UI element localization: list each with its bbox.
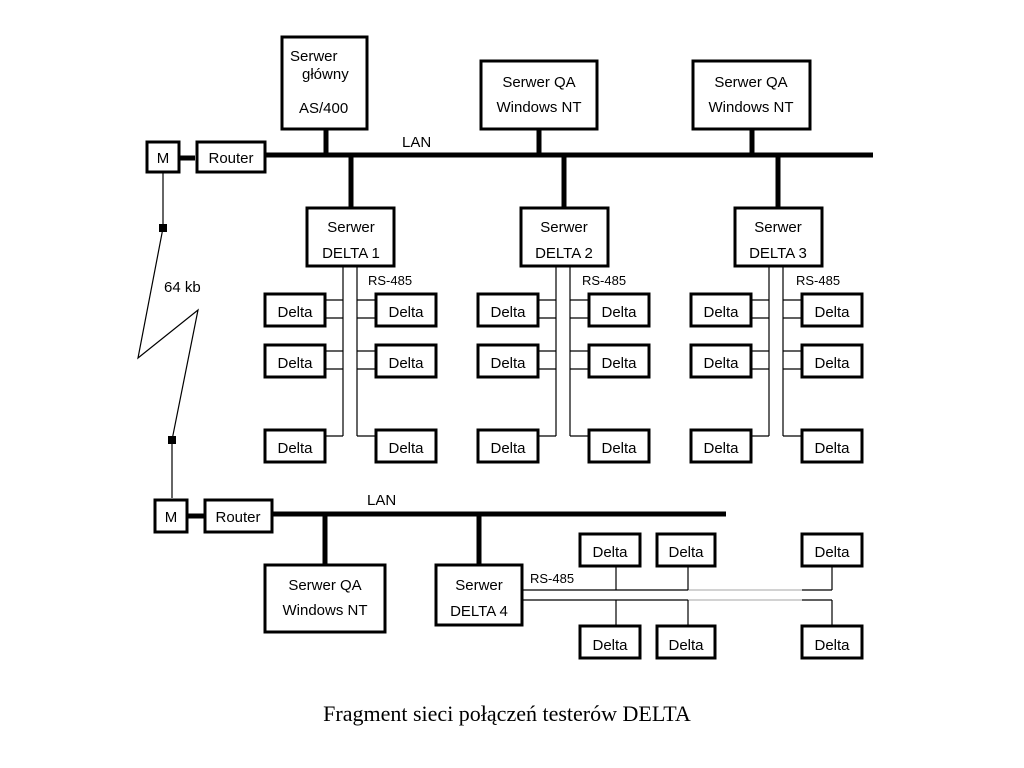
svg-text:DELTA 3: DELTA 3 [749, 245, 807, 262]
router-bottom: Router [203, 498, 274, 534]
rs485-wiring-group-3 [751, 266, 802, 437]
svg-text:Serwer QA: Serwer QA [714, 74, 787, 91]
svg-text:DELTA 1: DELTA 1 [322, 245, 380, 262]
rs485-label-1: RS-485 [368, 273, 412, 288]
delta-terminal: Delta [800, 292, 864, 328]
svg-text:Windows NT: Windows NT [496, 99, 581, 116]
svg-text:Delta: Delta [668, 637, 704, 654]
delta-server-3: Serwer DELTA 3 [733, 206, 824, 268]
delta-terminal: Delta [587, 343, 651, 379]
delta-terminal: Delta [689, 292, 753, 328]
delta-terminal: Delta [578, 532, 642, 568]
qa-server-bottom: Serwer QA Windows NT [263, 563, 387, 634]
svg-text:Delta: Delta [490, 355, 526, 372]
svg-text:Serwer: Serwer [290, 48, 338, 65]
svg-text:Delta: Delta [668, 544, 704, 561]
delta-terminal: Delta [587, 428, 651, 464]
delta-terminal: Delta [263, 428, 327, 464]
svg-text:Delta: Delta [388, 440, 424, 457]
delta-terminal: Delta [374, 428, 438, 464]
svg-text:Delta: Delta [592, 637, 628, 654]
wan-link-node-bottom [168, 436, 176, 444]
svg-text:AS/400: AS/400 [299, 100, 348, 117]
delta-terminal: Delta [263, 343, 327, 379]
delta-server-2: Serwer DELTA 2 [519, 206, 610, 268]
delta-terminal: Delta [263, 292, 327, 328]
modem-bottom: M [153, 498, 189, 534]
svg-text:Delta: Delta [277, 355, 313, 372]
wan-link-64kb [137, 172, 199, 498]
svg-text:Delta: Delta [814, 440, 850, 457]
svg-text:Serwer: Serwer [754, 219, 802, 236]
svg-text:Serwer QA: Serwer QA [288, 577, 361, 594]
delta-terminal: Delta [476, 292, 540, 328]
router-top: Router [195, 140, 267, 174]
svg-text:Delta: Delta [814, 304, 850, 321]
svg-text:Delta: Delta [388, 355, 424, 372]
delta-server-1: Serwer DELTA 1 [305, 206, 396, 268]
svg-text:Delta: Delta [601, 304, 637, 321]
svg-text:Delta: Delta [277, 440, 313, 457]
svg-text:Delta: Delta [592, 544, 628, 561]
svg-text:Delta: Delta [601, 355, 637, 372]
delta-terminal: Delta [800, 624, 864, 660]
svg-text:Delta: Delta [703, 355, 739, 372]
svg-text:Delta: Delta [814, 544, 850, 561]
qa-server-top-2: Serwer QA Windows NT [691, 59, 812, 131]
delta-terminal: Delta [800, 428, 864, 464]
qa-server-top-1: Serwer QA Windows NT [479, 59, 599, 131]
svg-text:Serwer: Serwer [540, 219, 588, 236]
svg-text:M: M [157, 150, 170, 167]
svg-text:Delta: Delta [601, 440, 637, 457]
svg-text:DELTA 4: DELTA 4 [450, 603, 508, 620]
delta-terminal: Delta [476, 428, 540, 464]
lan-bottom-label: LAN [367, 492, 396, 509]
modem-top: M [145, 140, 181, 174]
delta-terminal: Delta [374, 292, 438, 328]
svg-text:Delta: Delta [703, 440, 739, 457]
main-server-as400: Serwer główny AS/400 [280, 35, 369, 131]
svg-text:M: M [165, 509, 178, 526]
svg-text:Delta: Delta [490, 304, 526, 321]
svg-text:Serwer: Serwer [455, 577, 503, 594]
svg-text:Windows NT: Windows NT [282, 602, 367, 619]
svg-text:Delta: Delta [277, 304, 313, 321]
delta-terminal: Delta [689, 343, 753, 379]
link-speed-label: 64 kb [164, 279, 201, 296]
delta-terminal: Delta [655, 624, 717, 660]
lan-top-label: LAN [402, 134, 431, 151]
svg-text:Delta: Delta [814, 355, 850, 372]
delta-terminal: Delta [800, 343, 864, 379]
svg-text:Delta: Delta [388, 304, 424, 321]
delta-terminal: Delta [374, 343, 438, 379]
svg-text:Serwer: Serwer [327, 219, 375, 236]
figure-caption: Fragment sieci połączeń testerów DELTA [323, 701, 691, 726]
svg-text:Delta: Delta [703, 304, 739, 321]
svg-text:Delta: Delta [814, 637, 850, 654]
rs485-wiring-group-1 [325, 266, 376, 437]
delta-terminal: Delta [689, 428, 753, 464]
rs485-wiring-group-2 [538, 266, 589, 437]
delta-server-4: Serwer DELTA 4 [434, 563, 524, 627]
delta-terminal: Delta [476, 343, 540, 379]
svg-text:Windows NT: Windows NT [708, 99, 793, 116]
rs485-label-4: RS-485 [530, 571, 574, 586]
svg-text:Router: Router [208, 150, 253, 167]
svg-text:Serwer QA: Serwer QA [502, 74, 575, 91]
rs485-wiring-group-4 [522, 566, 833, 626]
rs485-label-3: RS-485 [796, 273, 840, 288]
delta-terminal: Delta [587, 292, 651, 328]
svg-text:główny: główny [302, 66, 349, 83]
rs485-label-2: RS-485 [582, 273, 626, 288]
svg-text:DELTA 2: DELTA 2 [535, 245, 593, 262]
delta-terminal: Delta [578, 624, 642, 660]
svg-text:Router: Router [215, 509, 260, 526]
wan-link-node-top [159, 224, 167, 232]
delta-terminal: Delta [800, 532, 864, 568]
svg-text:Delta: Delta [490, 440, 526, 457]
delta-terminal: Delta [655, 532, 717, 568]
